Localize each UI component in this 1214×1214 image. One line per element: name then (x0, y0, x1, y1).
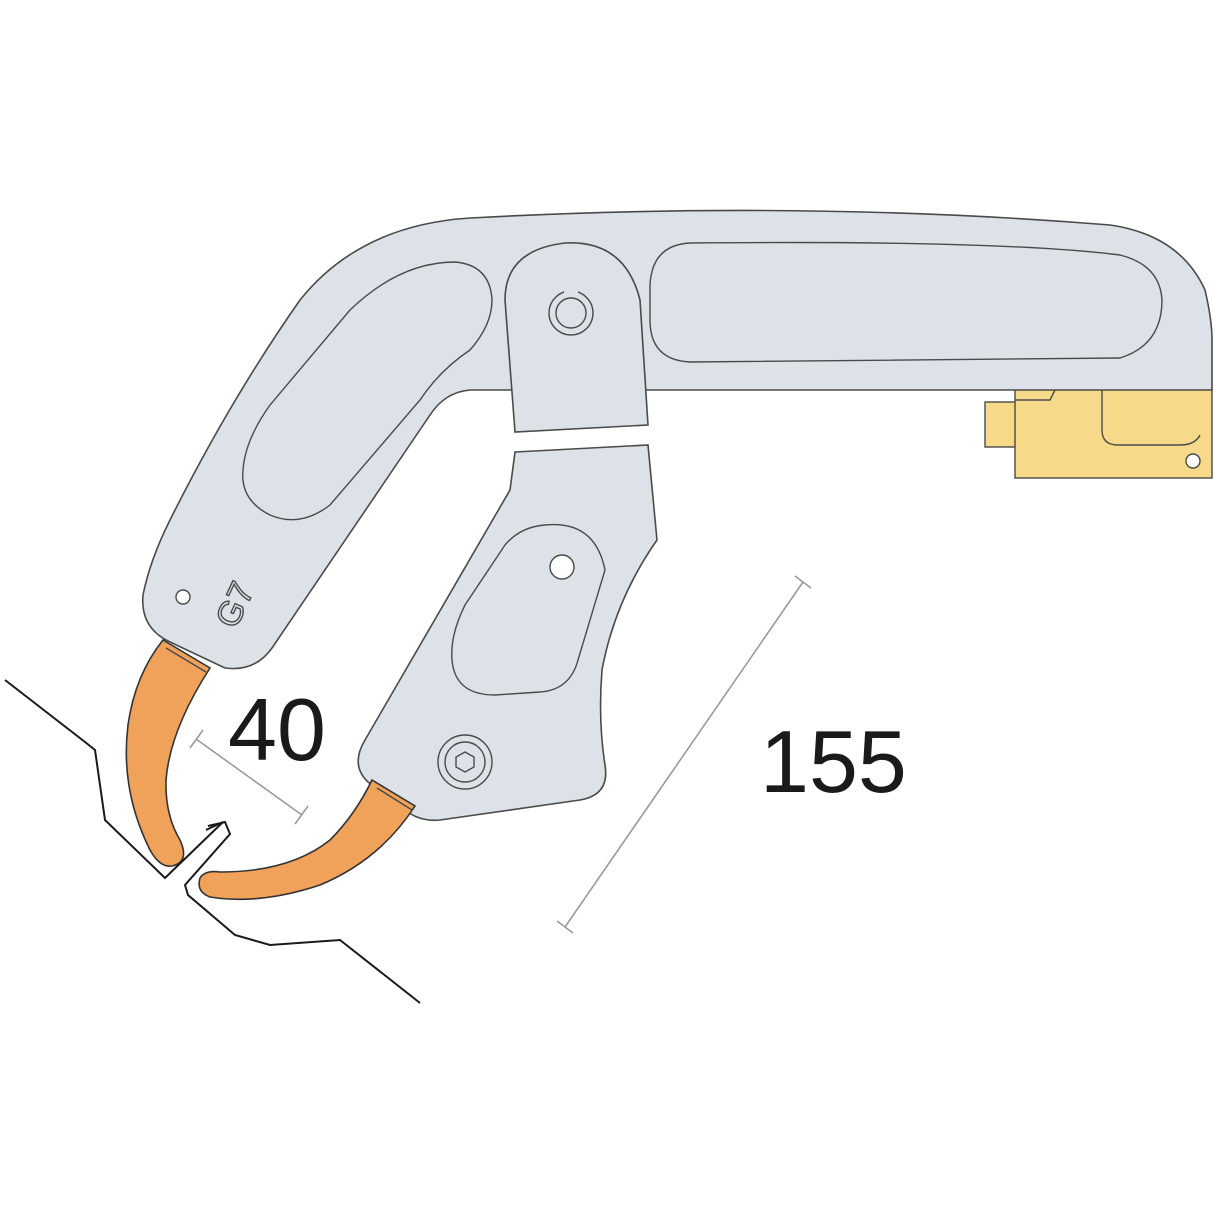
upper-electrode (125, 638, 212, 867)
lower-electrode (198, 778, 417, 901)
dimension-length: 155 (556, 575, 907, 934)
dimension-gap-label: 40 (228, 680, 326, 779)
dimension-length-label: 155 (760, 712, 907, 811)
dimension-gap: 40 (189, 680, 326, 825)
pivot-link (504, 242, 649, 433)
sheet-metal (4, 679, 421, 1004)
lower-arm (357, 444, 658, 822)
connector-block (984, 387, 1213, 479)
upper-arm: G7 (141, 209, 1213, 670)
